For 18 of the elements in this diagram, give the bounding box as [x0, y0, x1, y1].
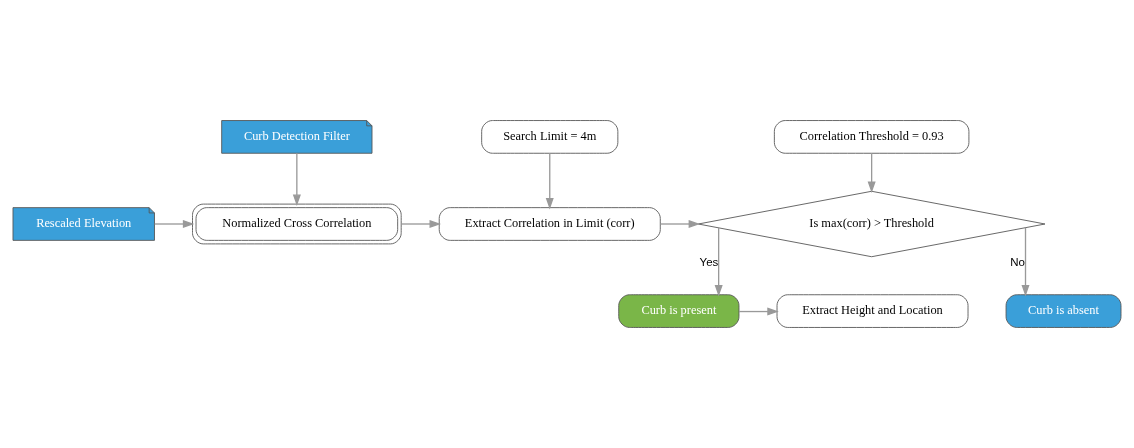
- arrow: [738, 307, 779, 316]
- node-box: Correlation Threshold = 0.93: [773, 120, 970, 154]
- edge-label: Yes: [699, 256, 719, 269]
- node-box: Extract Height and Location: [776, 294, 969, 328]
- arrow: [292, 152, 301, 207]
- edge-label: No: [1010, 255, 1025, 268]
- node-box: Search Limit = 4m: [481, 120, 619, 154]
- arrow: [545, 152, 554, 210]
- node-box: Curb is absent: [1005, 294, 1122, 328]
- arrow: [154, 219, 195, 229]
- arrow: [659, 219, 701, 229]
- arrow: [1021, 227, 1030, 297]
- node-diamond: Is max(corr) > Threshold: [697, 190, 1046, 258]
- arrow: [714, 227, 723, 297]
- arrow: [400, 219, 442, 229]
- arrow: [867, 152, 876, 194]
- node-box: Extract Correlation in Limit (corr): [438, 207, 661, 241]
- node-box: Curb is present: [618, 294, 740, 328]
